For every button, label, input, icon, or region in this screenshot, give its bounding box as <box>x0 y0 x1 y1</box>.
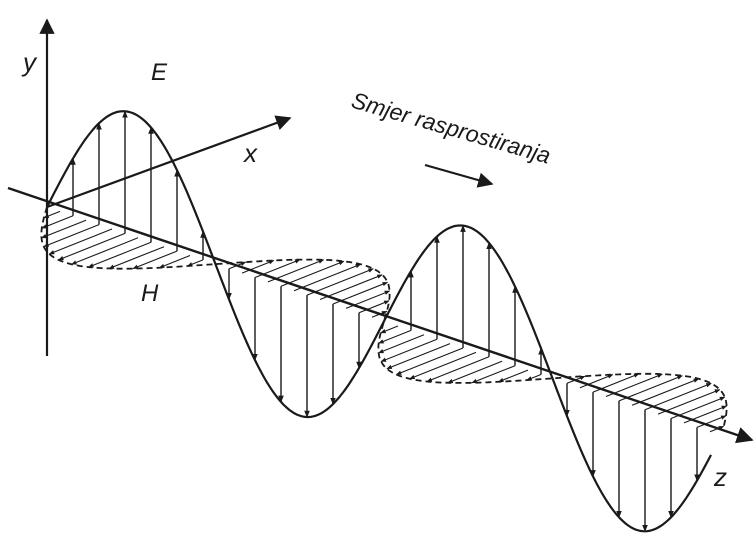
propagation-arrow <box>424 163 494 188</box>
h-field-vector <box>132 250 178 270</box>
h-field-vector <box>471 365 516 384</box>
h-field-vector <box>386 343 451 370</box>
h-field-curve <box>40 206 728 428</box>
h-field-vector <box>618 375 683 402</box>
h-field-vector <box>48 228 113 255</box>
h-field-vectors <box>40 210 728 433</box>
z-axis <box>7 186 754 444</box>
z-axis-label: z <box>713 462 727 492</box>
h-field-vector <box>409 351 477 380</box>
h-field-vector <box>293 263 362 292</box>
h-field-vector <box>87 241 152 268</box>
h-field-vector <box>280 260 345 287</box>
h-field-vector <box>306 268 374 296</box>
h-field-vector <box>696 415 727 428</box>
y-axis-label: y <box>21 47 38 77</box>
h-field-vector <box>657 389 721 415</box>
x-axis-label: x <box>242 138 258 168</box>
h-field-vector <box>57 232 126 261</box>
x-axis <box>46 115 292 209</box>
h-field-vector <box>40 219 87 239</box>
h-field-vector <box>241 259 275 274</box>
e-field-label: E <box>151 59 168 86</box>
h-field-vector <box>426 356 490 383</box>
h-field-vector <box>644 382 712 411</box>
h-field-vector <box>158 254 191 269</box>
h-field-vector <box>631 378 700 406</box>
axes <box>7 18 754 444</box>
h-field-vector <box>497 369 529 383</box>
h-field-label: H <box>141 280 159 307</box>
h-field-vector <box>378 334 425 354</box>
h-field-vector <box>380 338 438 363</box>
h-field-vector <box>43 224 100 248</box>
h-field-vector <box>579 374 614 389</box>
h-field-vector <box>71 237 139 265</box>
h-field-vector <box>378 329 412 344</box>
propagation-label: Smjer rasprostiranja <box>349 87 554 169</box>
h-field-vector <box>395 347 464 376</box>
h-field-vector <box>358 300 390 314</box>
h-field-vector <box>447 360 503 384</box>
h-field-vector <box>380 325 399 334</box>
e-field-curve <box>46 110 712 533</box>
h-field-vector <box>319 274 383 301</box>
h-field-vector <box>108 246 165 270</box>
